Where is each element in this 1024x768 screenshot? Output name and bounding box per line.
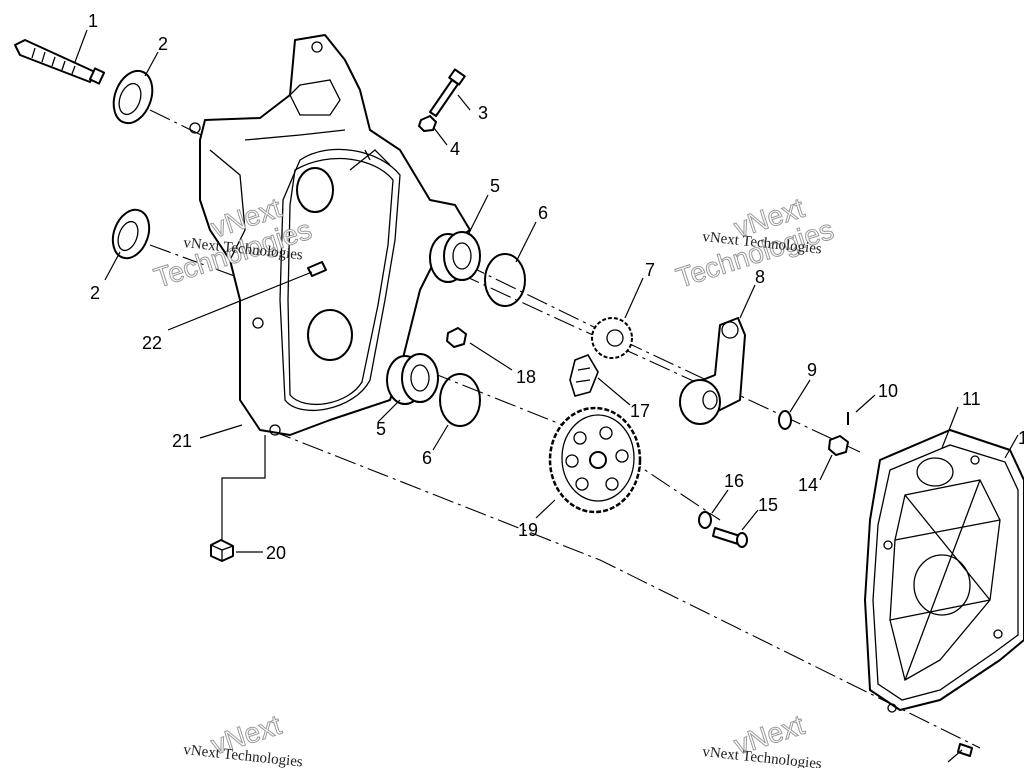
jam-nut-part: [418, 115, 437, 132]
chaincase-cover-part: [864, 429, 1024, 713]
seal-upper-part: [112, 69, 154, 125]
cover-bolt-part: [957, 743, 973, 757]
retaining-nut-part: [446, 327, 467, 348]
callout-2-lower: 2: [90, 283, 100, 303]
sprocket-washer-part: [698, 511, 712, 529]
callout-3: 3: [478, 103, 488, 123]
snap-ring-lower-part: [439, 373, 481, 427]
dowel-pin-part: [307, 261, 327, 277]
callout-4: 4: [450, 139, 460, 159]
callout-8: 8: [755, 267, 765, 287]
watermark-left-lower: vNext vNext Technologies: [183, 709, 304, 768]
callout-6-lower: 6: [422, 448, 432, 468]
drive-chain-part: [569, 354, 599, 397]
callout-labels: 1 2 2 3 4 5 5 6 6 7 8 9 10 11 1 14 15 16…: [88, 11, 1024, 563]
callout-1-cover: 1: [1018, 428, 1024, 448]
callout-15: 15: [758, 495, 778, 515]
callout-7: 7: [645, 260, 655, 280]
callout-11: 11: [962, 389, 981, 409]
washer-part: [778, 410, 792, 430]
callout-2-upper: 2: [158, 34, 168, 54]
bearing-lower-part: [386, 353, 439, 405]
callout-10: 10: [878, 381, 898, 401]
callout-5-upper: 5: [490, 176, 500, 196]
callout-16: 16: [724, 471, 744, 491]
drive-shaft-part: [14, 39, 106, 85]
tensioner-arm-part: [679, 317, 746, 425]
upper-sprocket-part: [591, 317, 633, 359]
sprocket-bolt-part: [712, 527, 748, 548]
callout-18: 18: [516, 367, 536, 387]
watermark-right-lower: vNext vNext Technologies: [702, 709, 823, 768]
callout-leader-lines: [74, 29, 1019, 763]
callout-19: 19: [518, 520, 538, 540]
callout-21: 21: [172, 431, 192, 451]
callout-5-lower: 5: [376, 419, 386, 439]
callout-9: 9: [807, 360, 817, 380]
tensioner-bolt-part: [429, 68, 466, 117]
callout-17: 17: [630, 401, 650, 421]
lock-nut-part: [828, 435, 849, 456]
lower-sprocket-part: [548, 406, 642, 514]
seal-lower-part: [111, 208, 151, 260]
drain-plug-part: [210, 539, 234, 562]
callout-20: 20: [266, 543, 286, 563]
snap-ring-upper-part: [484, 253, 526, 307]
callout-14: 14: [798, 475, 818, 495]
bearing-upper-part: [429, 231, 481, 283]
callout-6-upper: 6: [538, 203, 548, 223]
callout-22: 22: [142, 333, 162, 353]
callout-1: 1: [88, 11, 98, 31]
